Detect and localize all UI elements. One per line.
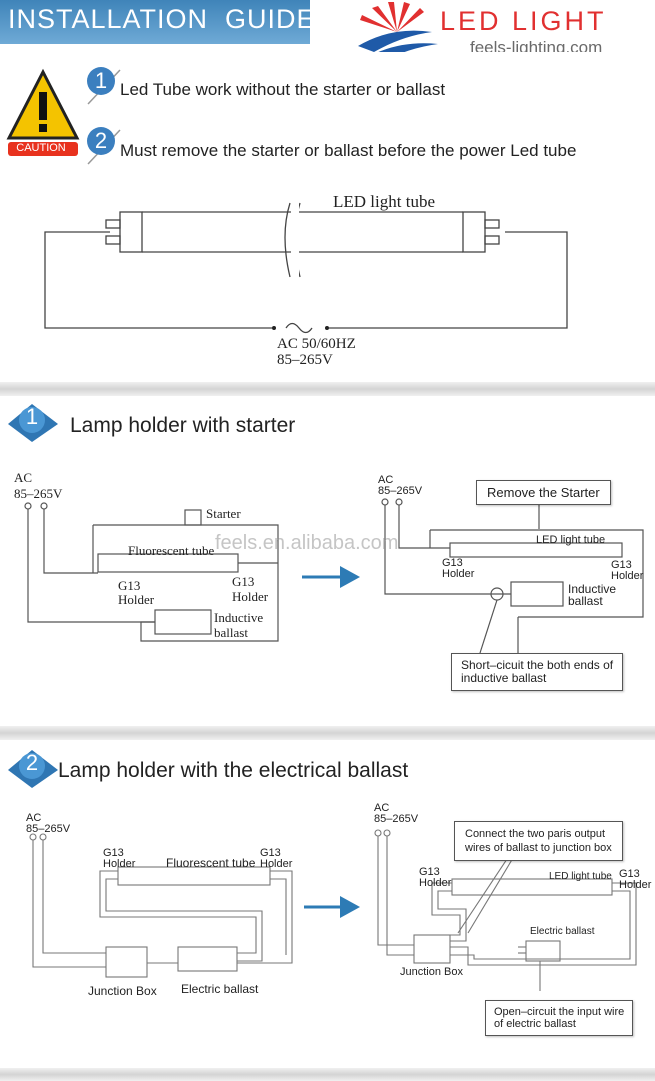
s2-left-voltage: 85–265V xyxy=(26,823,71,835)
s2-left-g13-a: G13 xyxy=(103,847,124,859)
s1-right-voltage: 85–265V xyxy=(378,485,423,497)
connect-callout: Connect the two paris output wires of ba… xyxy=(454,821,623,861)
overview-wiring-diagram xyxy=(44,200,568,334)
s1-left-holder-a: Holder xyxy=(118,592,155,607)
section-1-heading: Lamp holder with starter xyxy=(70,414,296,437)
s1-right-holder-b: Holder xyxy=(611,570,644,582)
short-circuit-line-2: inductive ballast xyxy=(461,671,547,685)
s2-right-g13-a: G13 xyxy=(419,866,440,878)
header: INSTALLATION GUIDE LED LIGHT feels-light… xyxy=(0,0,655,62)
remove-starter-callout: Remove the Starter xyxy=(476,480,611,505)
s1-right-holder-a: Holder xyxy=(442,568,475,580)
s2-left-electric: Electric ballast xyxy=(181,982,259,996)
overview-tube-label: LED light tube xyxy=(333,192,435,211)
tip-1-number: 1 xyxy=(94,68,108,93)
section-divider-2 xyxy=(0,726,655,740)
s1-left-g13-b: G13 xyxy=(232,574,255,589)
open-circuit-callout: Open–circuit the input wire of electric … xyxy=(485,1000,634,1036)
page-title: INSTALLATION GUIDE xyxy=(8,4,316,34)
s2-right-holder-b: Holder xyxy=(619,879,652,891)
s1-right-tube: LED light tube xyxy=(536,534,606,546)
s2-right-ac: AC xyxy=(374,802,390,814)
s1-right-ac: AC xyxy=(378,474,394,486)
section-2-heading: Lamp holder with the electrical ballast xyxy=(58,759,409,782)
watermark: feels.en.alibaba.com xyxy=(215,532,399,554)
section-2-badge-icon xyxy=(8,750,58,788)
connect-line-1: Connect the two paris output xyxy=(465,828,606,840)
s2-left-ac: AC xyxy=(26,812,42,824)
tip-1-badge-icon xyxy=(87,67,121,105)
s2-right-g13-b: G13 xyxy=(619,868,640,880)
short-circuit-callout: Short–cicuit the both ends of inductive … xyxy=(451,653,624,691)
s1-left-inductive: Inductive xyxy=(214,610,264,625)
s1-left-tube: Fluorescent tube xyxy=(128,543,215,558)
s2-right-voltage: 85–265V xyxy=(374,813,419,825)
connect-line-2: wires of ballast to junction box xyxy=(465,842,612,854)
section-1-diagrams xyxy=(24,498,644,654)
tip-2-badge-icon xyxy=(87,127,121,165)
section-divider-3 xyxy=(0,1068,655,1081)
s1-left-starter: Starter xyxy=(206,506,241,521)
s1-left-g13-a: G13 xyxy=(118,578,141,593)
section-divider-1 xyxy=(0,382,655,396)
s2-left-tube: Fluorescent tube xyxy=(166,856,256,870)
section-2-number: 2 xyxy=(25,750,39,775)
s2-right-junction: Junction Box xyxy=(400,966,463,978)
tip-2-text: Must remove the starter or ballast befor… xyxy=(120,141,577,160)
caution-label: CAUTION xyxy=(16,142,66,154)
s2-right-electric: Electric ballast xyxy=(530,926,595,937)
s1-right-g13-b: G13 xyxy=(611,559,632,571)
open-circuit-line-2: of electric ballast xyxy=(494,1018,576,1030)
s1-right-inductive: Inductive xyxy=(568,582,617,596)
caution-icon xyxy=(6,68,80,156)
s2-left-holder-a: Holder xyxy=(103,858,136,870)
open-circuit-line-1: Open–circuit the input wire xyxy=(494,1006,625,1018)
tip-2-number: 2 xyxy=(94,128,108,153)
s2-left-holder-b: Holder xyxy=(260,858,293,870)
s1-left-voltage: 85–265V xyxy=(14,486,63,501)
s2-left-g13-b: G13 xyxy=(260,847,281,859)
s2-left-junction: Junction Box xyxy=(88,984,157,998)
tip-1-text: Led Tube work without the starter or bal… xyxy=(120,80,446,99)
short-circuit-line-1: Short–cicuit the both ends of xyxy=(461,658,614,672)
s1-left-ac: AC xyxy=(14,470,33,485)
header-band xyxy=(0,0,310,44)
s1-right-g13-a: G13 xyxy=(442,557,463,569)
overview-ac-label: AC 50/60HZ xyxy=(277,336,356,352)
section-1-number: 1 xyxy=(25,404,39,429)
section-1-badge-icon xyxy=(8,404,58,442)
s2-right-tube: LED light tube xyxy=(549,871,612,882)
overview-voltage-label: 85–265V xyxy=(277,352,333,368)
brand-name: LED LIGHT xyxy=(440,6,607,36)
section-2-diagrams xyxy=(29,829,637,991)
s2-right-holder-a: Holder xyxy=(419,877,452,889)
s1-right-ballast: ballast xyxy=(568,594,603,608)
s1-left-ballast: ballast xyxy=(214,625,248,640)
s1-left-holder-b: Holder xyxy=(232,589,269,604)
